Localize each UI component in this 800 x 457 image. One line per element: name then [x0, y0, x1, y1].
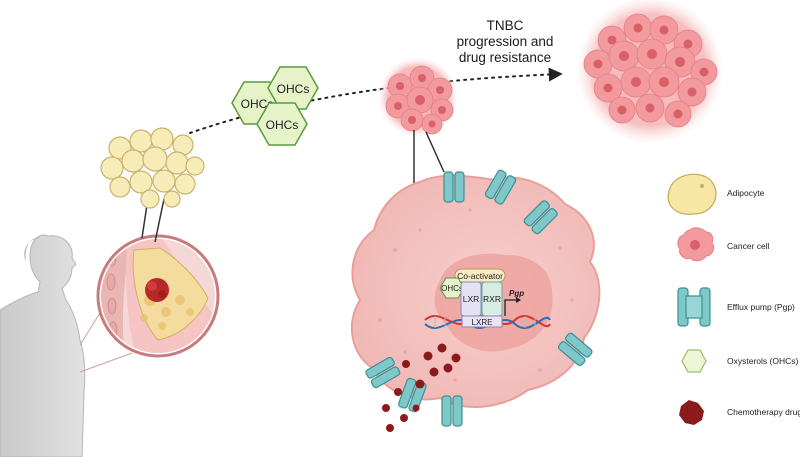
efflux-pump [441, 395, 463, 427]
small-cancer-cluster [378, 57, 458, 137]
chemotherapy-drug-icon [679, 400, 704, 425]
oxysterol-icon [681, 349, 707, 373]
legend-item: Chemotherapy drugs [679, 400, 800, 425]
coactivator-label: Co-activator [457, 271, 503, 281]
efflux-pump [365, 356, 401, 389]
svg-text:OHCs: OHCs [241, 97, 274, 111]
legend-label: Efflux pump (Pgp) [727, 302, 795, 312]
lxr-label: LXR [463, 294, 480, 304]
legend-item: Cancer cell [677, 227, 770, 262]
efflux-pump [484, 169, 517, 205]
efflux-pump [557, 332, 593, 367]
legend-label: Cancer cell [727, 241, 770, 251]
svg-text:drug resistance: drug resistance [459, 50, 551, 65]
efflux-pump [523, 200, 558, 235]
legend-item: Oxysterols (OHCs) [681, 349, 798, 373]
lxre-box [461, 315, 503, 328]
adipocyte-cluster [100, 127, 205, 209]
legend-label: Adipocyte [727, 188, 765, 198]
large-cancer-cluster [576, 0, 724, 144]
efflux-pumps [365, 169, 593, 427]
zoom-line [425, 131, 445, 173]
legend: Adipocyte Cancer cell Efflux pump (Pgp) … [667, 173, 800, 425]
progression-title: TNBC progression and drug resistance [457, 18, 554, 65]
legend-label: Oxysterols (OHCs) [727, 356, 798, 366]
rxr-label: RXR [483, 294, 501, 304]
ohcs-small-label: OHCs [441, 284, 463, 293]
adipocyte-icon [667, 173, 717, 215]
lxre-label: LXRE [472, 318, 493, 327]
zoom-line [154, 198, 165, 243]
lxr-complex: Co-activator OHCs LXR RXR LXRE Pgp [424, 268, 551, 330]
pgp-promoter-arrow [504, 299, 518, 316]
progression-arrow [189, 67, 563, 134]
svg-text:TNBC: TNBC [487, 18, 524, 33]
efflux-pump [443, 171, 465, 203]
ohcs-hexagon: OHCs [267, 66, 319, 110]
svg-text:OHCs: OHCs [277, 82, 310, 96]
pgp-label: Pgp [509, 289, 524, 298]
svg-text:progression and: progression and [457, 34, 554, 49]
breast-zoom [79, 234, 220, 373]
svg-text:OHCs: OHCs [266, 118, 299, 132]
efflux-pump [398, 377, 427, 413]
woman-silhouette [0, 234, 86, 457]
legend-label: Chemotherapy drugs [727, 407, 800, 417]
ohcs-hexagon-group: OHCs OHCs OHCs [231, 66, 319, 146]
efflux-pump-icon [677, 287, 711, 327]
legend-item: Efflux pump (Pgp) [677, 287, 795, 327]
chemotherapy-drugs [382, 343, 461, 432]
legend-item: Adipocyte [667, 173, 765, 215]
ohcs-hexagon: OHCs [256, 102, 308, 146]
